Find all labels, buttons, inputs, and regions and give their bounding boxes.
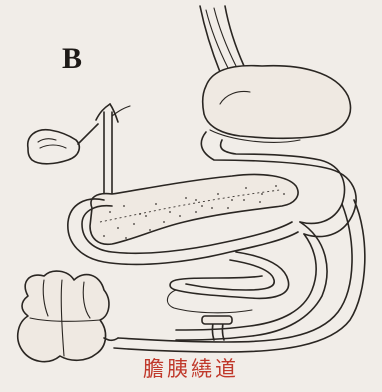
panel-label: B — [62, 44, 82, 74]
stomach — [203, 66, 351, 143]
colon — [18, 271, 109, 362]
figure-caption: 膽胰繞道 — [0, 359, 382, 380]
